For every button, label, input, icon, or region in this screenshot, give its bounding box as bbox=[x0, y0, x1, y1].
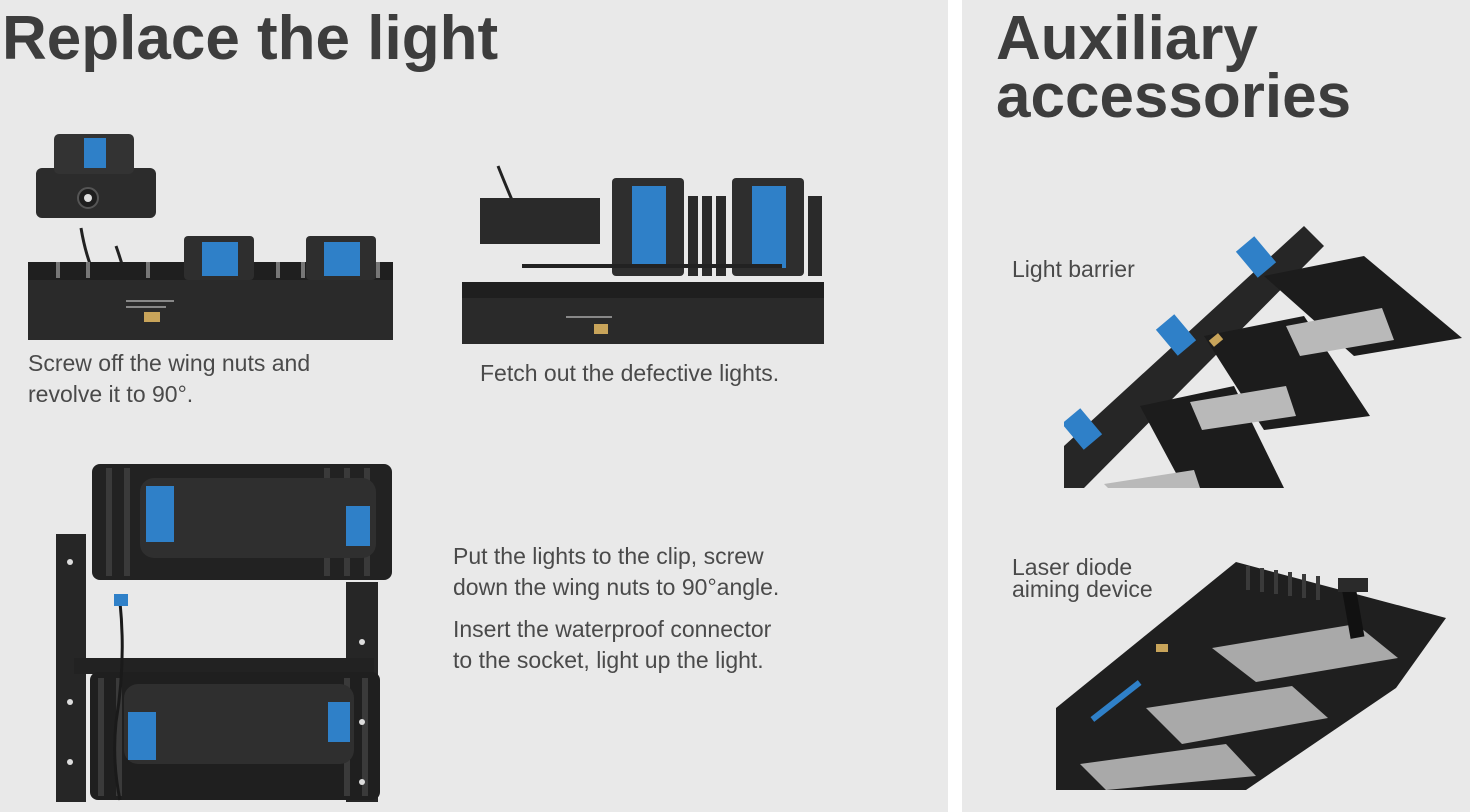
laser-aiming-label-line1: Laser diode bbox=[1012, 554, 1133, 580]
step3-install-illustration bbox=[56, 464, 392, 802]
step2-remove-illustration bbox=[462, 165, 824, 344]
step2-caption: Fetch out the defective lights. bbox=[480, 360, 780, 386]
replace-light-title: Replace the light bbox=[2, 4, 499, 73]
step1-caption-line2: revolve it to 90°. bbox=[28, 381, 194, 407]
step3-caption-line1: Put the lights to the clip, screw bbox=[453, 543, 764, 569]
auxiliary-title-line1: Auxiliary bbox=[996, 4, 1258, 73]
laser-aiming-illustration bbox=[1056, 562, 1446, 790]
step4-caption-line1: Insert the waterproof connector bbox=[453, 616, 772, 642]
laser-aiming-label-line2: aiming device bbox=[1012, 576, 1153, 602]
light-barrier-illustration bbox=[1064, 226, 1462, 488]
section-divider bbox=[948, 0, 962, 812]
light-barrier-label: Light barrier bbox=[1012, 256, 1135, 282]
step3-caption-line2: down the wing nuts to 90°angle. bbox=[453, 574, 780, 600]
auxiliary-title-line2: accessories bbox=[996, 62, 1352, 131]
step1-unscrew-illustration bbox=[28, 134, 393, 340]
step4-caption-line2: to the socket, light up the light. bbox=[453, 647, 764, 673]
step1-caption-line1: Screw off the wing nuts and bbox=[28, 350, 311, 376]
